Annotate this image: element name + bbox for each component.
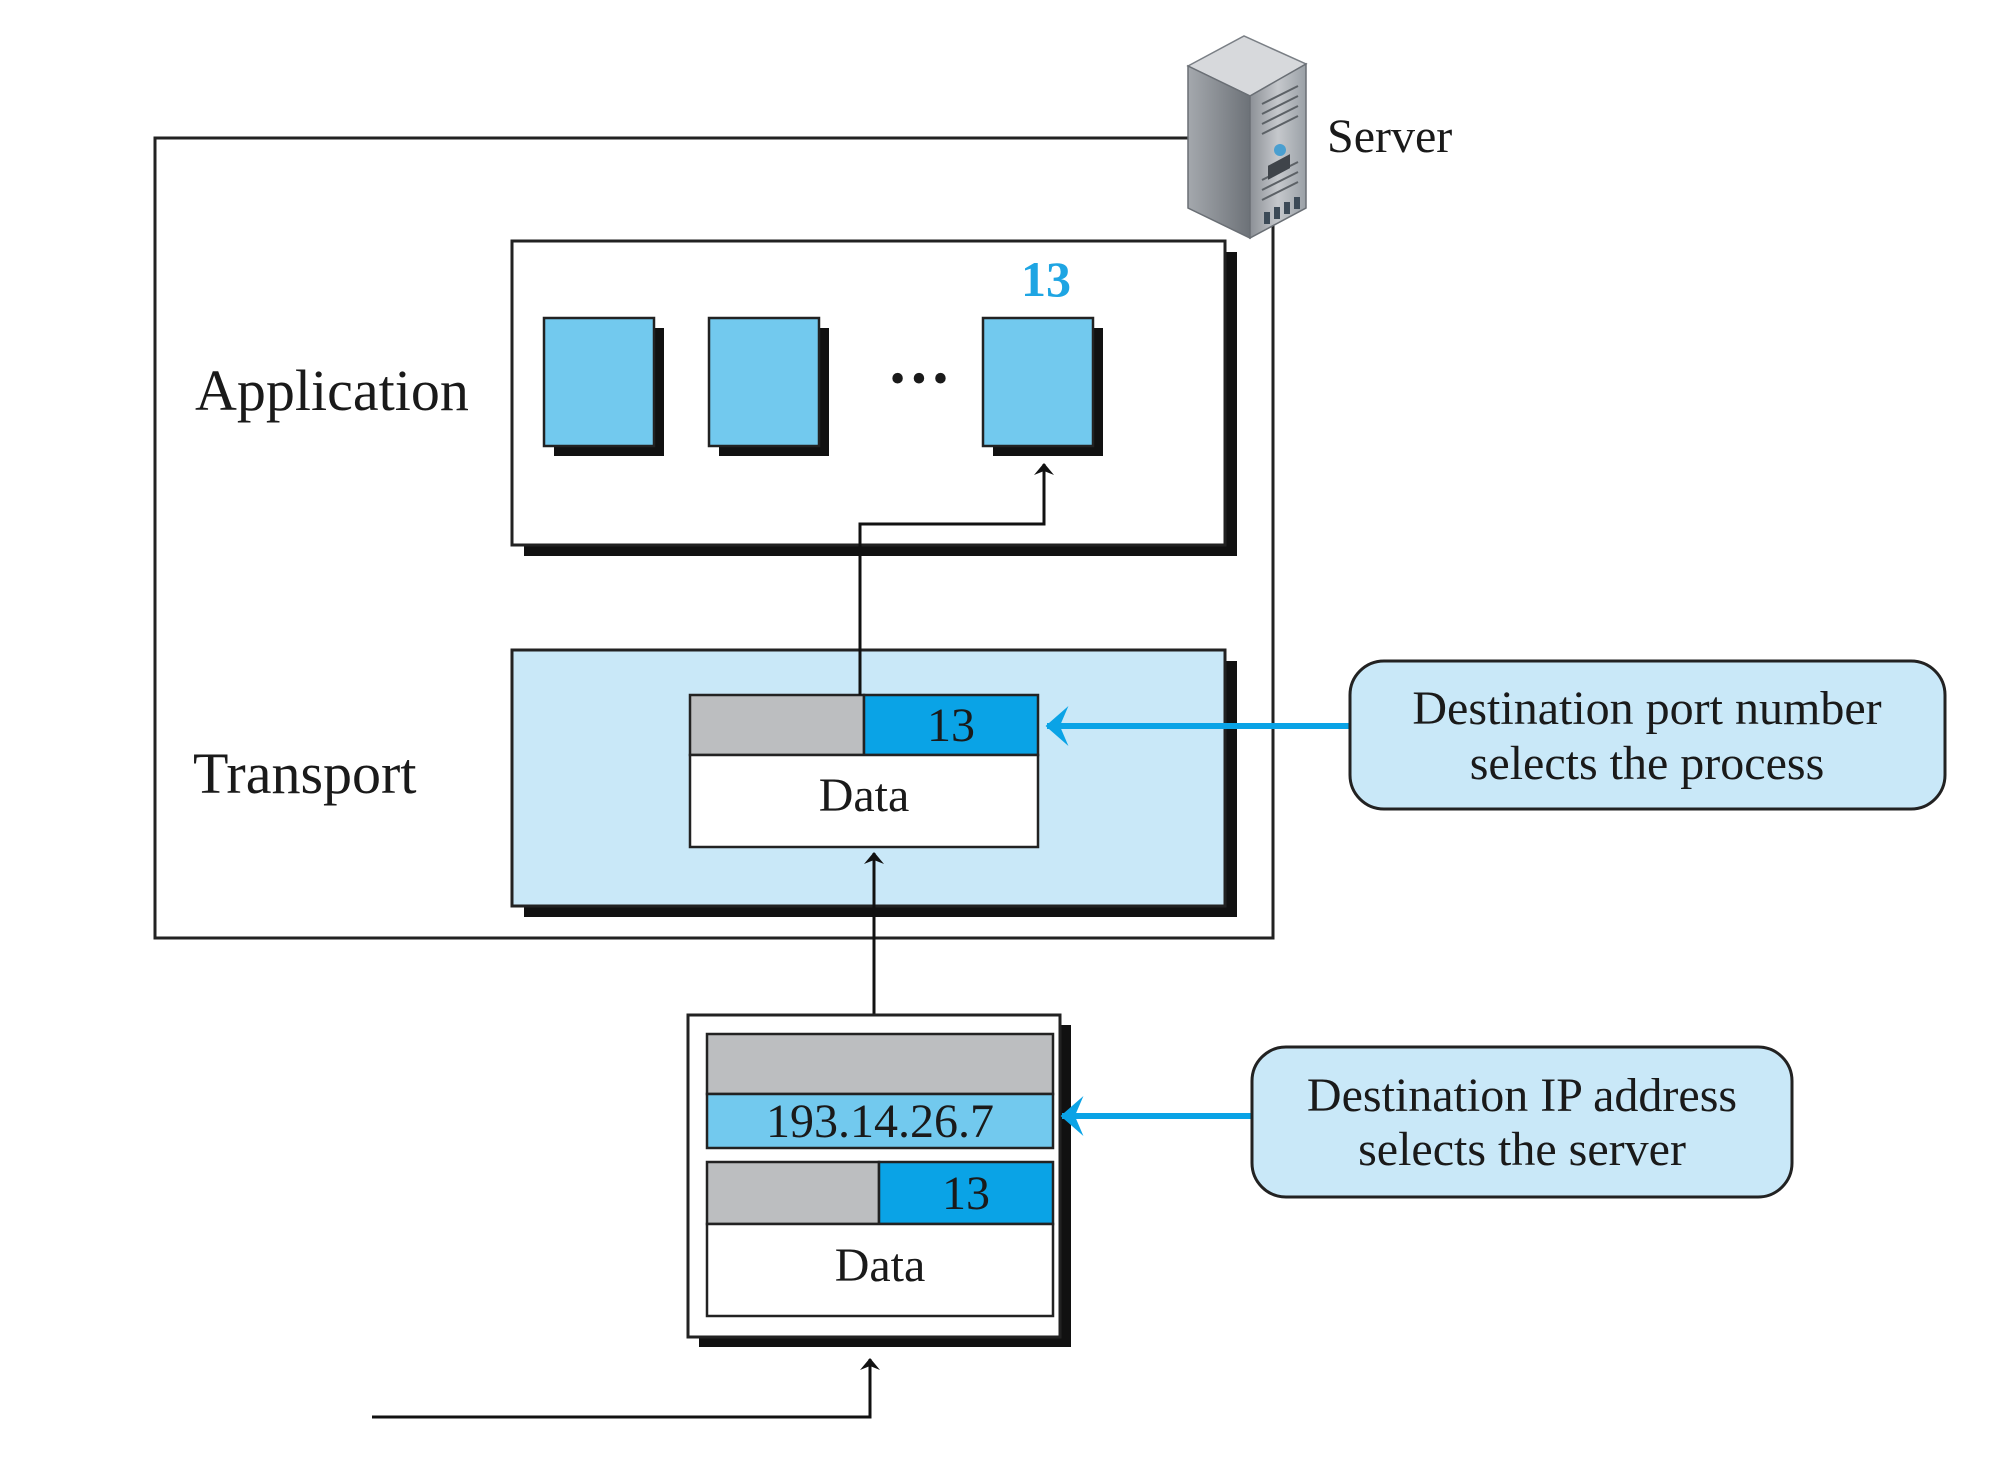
transport-data-label: Data — [819, 769, 910, 822]
ip-callout-line2: selects the server — [1358, 1123, 1686, 1176]
destination-port-field — [862, 693, 1040, 757]
datagram-port-field — [877, 1160, 1055, 1226]
destination-ip-field — [705, 1092, 1055, 1150]
segment-header-field — [688, 693, 866, 757]
datagram-segment-header-field — [705, 1160, 881, 1226]
selected-process-port: 13 — [1021, 251, 1071, 307]
more-processes-ellipsis: ••• — [890, 354, 954, 403]
port-callout-box — [1348, 659, 1947, 811]
transport-segment — [688, 693, 1040, 849]
ip-header-field — [705, 1032, 1055, 1096]
delivery-arrow-to-process — [858, 463, 1054, 695]
application-layer-label: Application — [195, 358, 469, 423]
incoming-packet-arrow — [372, 1358, 880, 1419]
datagram-port-value: 13 — [942, 1167, 990, 1220]
port-callout-line1: Destination port number — [1412, 682, 1881, 735]
server-host-frame — [153, 136, 1275, 940]
process-box — [707, 316, 829, 456]
segment-data-field — [688, 753, 1040, 849]
server-tower-icon — [1186, 35, 1308, 240]
process-box — [542, 316, 664, 456]
ip-callout-line1: Destination IP address — [1307, 1069, 1737, 1122]
transport-port-value: 13 — [927, 699, 975, 752]
transport-layer-label: Transport — [193, 741, 416, 806]
port-callout-line2: selects the process — [1470, 737, 1825, 790]
selected-process-box — [981, 316, 1103, 456]
ip-callout-box — [1250, 1045, 1794, 1199]
destination-ip-value: 193.14.26.7 — [766, 1095, 994, 1148]
server-label: Server — [1327, 110, 1452, 163]
datagram-data-field — [705, 1222, 1055, 1318]
datagram-data-label: Data — [835, 1239, 926, 1292]
